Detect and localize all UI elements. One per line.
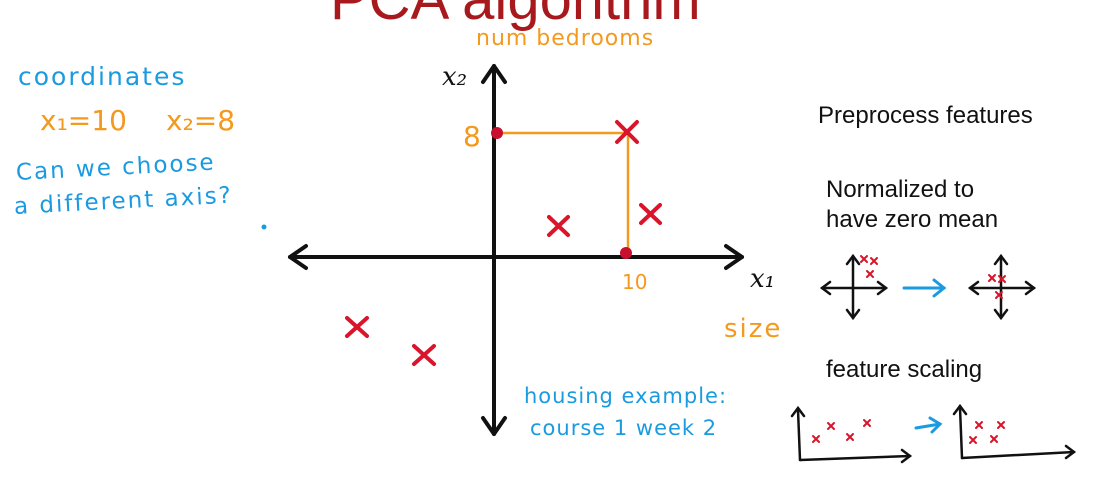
main-axes (288, 64, 744, 436)
x-axis-arrow-left (288, 244, 308, 270)
x2-value-note: x₂=8 (166, 104, 236, 137)
x-tick-label: 10 (622, 270, 648, 294)
y-axis-arrow-up (481, 64, 507, 84)
scaling-arrow (914, 416, 943, 434)
mini-axes-before-scaling (790, 405, 913, 464)
x-intercept-point (620, 247, 632, 259)
x-axis-label: x₁ (750, 264, 776, 294)
slide-title: PCA algorithm (330, 0, 701, 33)
mini-points-after (988, 274, 1006, 299)
y-axis-arrow-down (481, 416, 507, 436)
question-dot (261, 224, 267, 230)
mini-axes-after-normalize (967, 253, 1037, 321)
data-point-x-marker (547, 215, 570, 237)
normalized-text-line1: Normalized to (826, 176, 975, 203)
data-point-x-marker (412, 344, 436, 366)
normalize-arrow (902, 278, 947, 298)
y-tick-label: 8 (463, 120, 481, 153)
y-axis-meaning-label: num bedrooms (476, 26, 655, 51)
x-axis-arrow-right (724, 244, 744, 270)
preprocess-heading: Preprocess features (818, 102, 1033, 129)
housing-note-line2: course 1 week 2 (530, 416, 718, 440)
mini-axes-before-normalize (819, 253, 889, 321)
mini-points-before (860, 255, 878, 278)
normalized-text-line2: have zero mean (826, 206, 999, 233)
feature-scaling-text: feature scaling (826, 356, 983, 383)
data-points (345, 120, 662, 366)
mini-axes-after-scaling (952, 403, 1077, 460)
y-intercept-point (491, 127, 503, 139)
data-point-x-marker (639, 203, 662, 225)
data-point-x-marker (615, 120, 639, 144)
data-point-x-marker (345, 316, 369, 338)
mini-points-after-scaling (969, 421, 1005, 444)
housing-note-line1: housing example: (524, 384, 728, 408)
x-axis-meaning-label: size (724, 314, 783, 344)
projection-lines (497, 131, 630, 254)
x1-value-note: x₁=10 (40, 104, 127, 137)
coordinates-note: coordinates (18, 62, 187, 91)
mini-points-before-scaling (812, 419, 871, 443)
y-axis-label: x₂ (442, 62, 468, 92)
